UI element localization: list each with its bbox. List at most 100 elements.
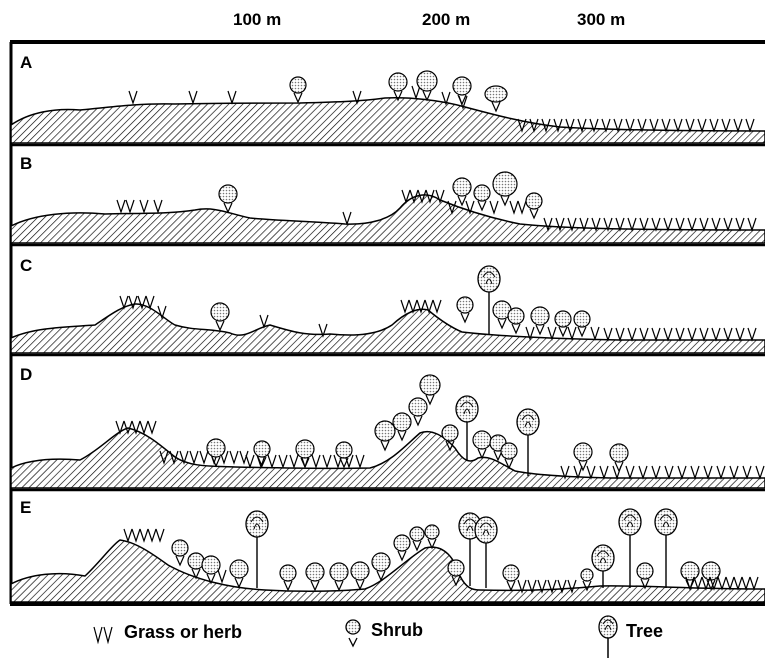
grass-icon: [638, 465, 648, 480]
legend-grass-label: Grass or herb: [124, 622, 243, 642]
grass-icon: [579, 217, 589, 232]
grass-icon: [153, 199, 163, 214]
grass-icon: [675, 327, 685, 342]
panel-label-c: C: [20, 256, 33, 275]
grass-icon: [311, 454, 321, 469]
grass-icon: [553, 118, 563, 133]
grass-icon: [745, 118, 755, 133]
grass-icon: [179, 450, 189, 465]
grass-icon: [693, 576, 703, 591]
grass-icon: [697, 118, 707, 133]
grass-icon: [651, 217, 661, 232]
grass-icon: [169, 450, 179, 465]
shrub-icon: [408, 397, 428, 427]
shrub-icon: [441, 424, 459, 452]
grass-icon: [723, 217, 733, 232]
grass-icon: [725, 576, 735, 591]
shrub-icon: [305, 562, 325, 592]
grass-icon: [663, 327, 673, 342]
grass-icon: [409, 189, 419, 204]
grass-icon: [128, 295, 138, 310]
grass-icon: [139, 528, 149, 543]
grass-icon: [615, 217, 625, 232]
shrub-icon: [452, 177, 472, 207]
grass-icon: [555, 217, 565, 232]
shrub-icon: [472, 430, 492, 460]
grass-icon: [742, 465, 752, 480]
grass-icon: [517, 579, 527, 594]
grass-icon: [157, 305, 167, 320]
grass-icon: [716, 465, 726, 480]
grass-icon: [735, 217, 745, 232]
grass-icon: [733, 118, 743, 133]
shrub-icon: [573, 442, 593, 472]
grass-icon: [711, 327, 721, 342]
grass-icon: [543, 217, 553, 232]
grass-icon: [717, 576, 727, 591]
grass-icon: [573, 465, 583, 480]
grass-icon: [131, 528, 141, 543]
grass-icon: [537, 579, 547, 594]
grass-icon: [586, 465, 596, 480]
grass-icon: [735, 327, 745, 342]
shrub-icon: [289, 76, 307, 104]
grass-icon: [352, 90, 362, 105]
grass-icon: [465, 200, 475, 215]
shrub-icon: [447, 559, 465, 587]
grass-icon: [599, 465, 609, 480]
shrub-icon: [171, 539, 189, 567]
tree-icon: [618, 508, 642, 588]
grass-icon: [615, 327, 625, 342]
grass-icon: [128, 90, 138, 105]
grass-icon: [115, 420, 125, 435]
legend-shrub-icon: [345, 619, 361, 648]
grass-icon: [627, 327, 637, 342]
grass-icon: [625, 465, 635, 480]
shrub-icon: [573, 310, 591, 338]
shrub-icon: [492, 171, 518, 207]
grass-icon: [711, 217, 721, 232]
grass-icon: [435, 189, 445, 204]
grass-icon: [509, 200, 519, 215]
grass-icon: [755, 465, 765, 480]
shrub-icon: [388, 72, 408, 102]
grass-icon: [685, 118, 695, 133]
grass-icon: [565, 118, 575, 133]
grass-icon: [342, 211, 352, 226]
grass-icon: [517, 200, 527, 215]
shrub-icon: [419, 374, 441, 406]
shrub-icon: [350, 561, 370, 591]
shrub-icon: [374, 420, 396, 452]
grass-icon: [259, 314, 269, 329]
grass-icon: [432, 299, 442, 314]
grass-icon: [489, 200, 499, 215]
shrub-icon: [229, 559, 249, 589]
grass-icon: [147, 420, 157, 435]
shrub-icon: [392, 412, 412, 442]
grass-icon: [639, 327, 649, 342]
grass-icon: [687, 327, 697, 342]
shrub-icon: [456, 296, 474, 324]
grass-icon: [529, 118, 539, 133]
grass-icon: [119, 295, 129, 310]
grass-icon: [239, 450, 249, 465]
shrub-icon: [201, 555, 221, 585]
grass-icon: [747, 327, 757, 342]
grass-icon: [603, 327, 613, 342]
grass-icon: [687, 217, 697, 232]
grass-icon: [525, 326, 535, 341]
grass-icon: [701, 576, 711, 591]
grass-icon: [547, 579, 557, 594]
shrub-icon: [371, 552, 391, 582]
grass-icon: [612, 465, 622, 480]
shrub-icon: [295, 439, 315, 469]
grass-icon: [139, 420, 149, 435]
grass-icon: [741, 576, 751, 591]
legend-tree-icon: [598, 615, 618, 658]
grass-icon: [245, 454, 255, 469]
grass-icon: [441, 91, 451, 106]
shrub-icon: [206, 438, 226, 468]
scale-label-100m: 100 m: [233, 10, 282, 29]
grass-icon: [344, 454, 354, 469]
tree-icon: [516, 408, 540, 476]
